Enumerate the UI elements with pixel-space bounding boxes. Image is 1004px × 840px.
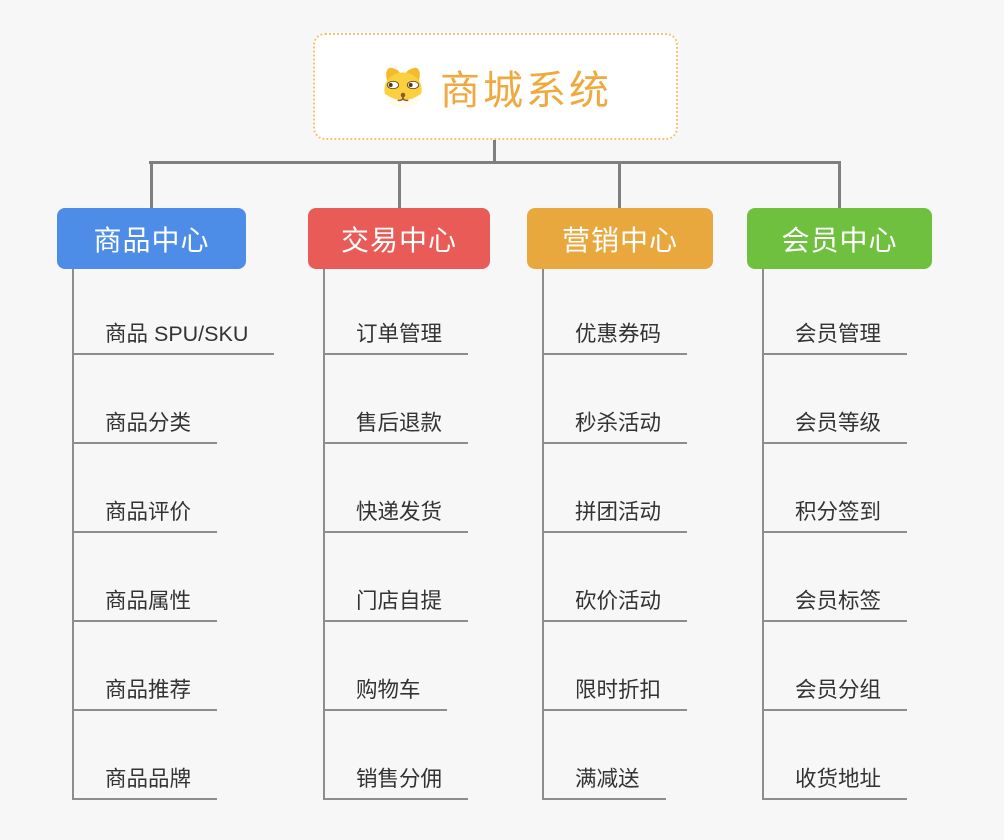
- child-topic[interactable]: 收货地址: [764, 711, 908, 800]
- child-topic[interactable]: 购物车: [325, 622, 447, 711]
- child-topic[interactable]: 优惠券码: [544, 269, 688, 355]
- child-topic[interactable]: 商品分类: [74, 355, 218, 444]
- child-topic[interactable]: 商品 SPU/SKU: [74, 269, 275, 355]
- child-topic[interactable]: 会员管理: [764, 269, 908, 355]
- branch-product-center-children: 商品 SPU/SKU 商品分类 商品评价 商品属性 商品推荐 商品品牌: [72, 269, 275, 800]
- branch-trade-center-children: 订单管理 售后退款 快递发货 门店自提 购物车 销售分佣: [323, 269, 469, 800]
- connector-drop-marketing: [618, 161, 621, 209]
- child-topic[interactable]: 商品推荐: [74, 622, 218, 711]
- branch-member-center[interactable]: 会员中心: [747, 208, 932, 269]
- child-topic[interactable]: 砍价活动: [544, 533, 688, 622]
- root-node[interactable]: 商城系统: [313, 33, 678, 140]
- child-topic[interactable]: 满减送: [544, 711, 666, 800]
- branch-product-center[interactable]: 商品中心: [57, 208, 246, 269]
- branch-label: 交易中心: [340, 224, 457, 256]
- child-topic[interactable]: 商品品牌: [74, 711, 218, 800]
- child-topic[interactable]: 商品评价: [74, 444, 218, 533]
- child-topic[interactable]: 会员标签: [764, 533, 908, 622]
- child-topic[interactable]: 拼团活动: [544, 444, 688, 533]
- child-topic[interactable]: 销售分佣: [325, 711, 469, 800]
- child-topic[interactable]: 售后退款: [325, 355, 469, 444]
- root-title: 商城系统: [440, 68, 612, 113]
- branch-marketing-center[interactable]: 营销中心: [527, 208, 713, 269]
- child-topic[interactable]: 秒杀活动: [544, 355, 688, 444]
- child-topic[interactable]: 会员分组: [764, 622, 908, 711]
- child-topic[interactable]: 会员等级: [764, 355, 908, 444]
- connector-root-stem: [493, 140, 496, 164]
- child-topic[interactable]: 快递发货: [325, 444, 469, 533]
- dog-face-icon: [379, 63, 427, 111]
- branch-member-center-children: 会员管理 会员等级 积分签到 会员标签 会员分组 收货地址: [762, 269, 908, 800]
- branch-label: 营销中心: [561, 224, 678, 256]
- child-topic[interactable]: 订单管理: [325, 269, 469, 355]
- connector-drop-member: [838, 161, 841, 209]
- child-topic[interactable]: 限时折扣: [544, 622, 688, 711]
- branch-label: 会员中心: [781, 224, 898, 256]
- child-topic[interactable]: 门店自提: [325, 533, 469, 622]
- child-topic[interactable]: 积分签到: [764, 444, 908, 533]
- connector-trunk: [149, 161, 841, 164]
- branch-marketing-center-children: 优惠券码 秒杀活动 拼团活动 砍价活动 限时折扣 满减送: [542, 269, 688, 800]
- connector-drop-trade: [398, 161, 401, 209]
- child-topic[interactable]: 商品属性: [74, 533, 218, 622]
- branch-trade-center[interactable]: 交易中心: [308, 208, 490, 269]
- branch-label: 商品中心: [93, 224, 210, 256]
- connector-drop-product: [150, 161, 153, 209]
